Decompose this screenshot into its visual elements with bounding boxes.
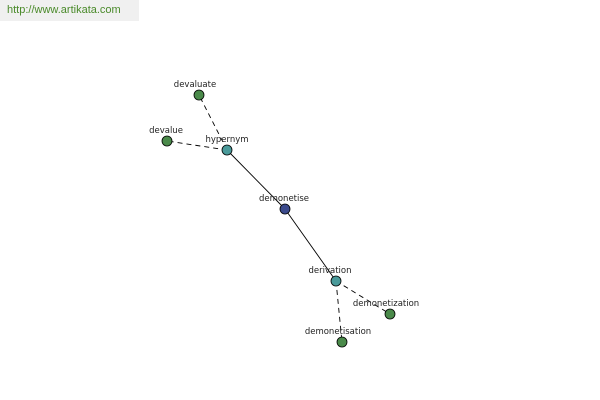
node-hypernym[interactable]: hypernym [205, 135, 249, 156]
node-hypernym-circle[interactable] [221, 144, 233, 156]
node-demonetization[interactable]: demonetization [353, 299, 419, 320]
node-demonetization-label: demonetization [353, 299, 419, 309]
node-devaluate[interactable]: devaluate [174, 80, 216, 101]
node-devaluate-circle[interactable] [193, 89, 205, 101]
edge-derivation-demonetisation [335, 280, 343, 343]
node-devaluate-label: devaluate [174, 80, 216, 90]
edge-hypernym-devalue [166, 140, 228, 151]
node-derivation[interactable]: derivation [308, 266, 352, 287]
node-devalue[interactable]: devalue [149, 126, 183, 147]
node-hypernym-label: hypernym [205, 135, 248, 145]
edges-layer [166, 94, 391, 343]
node-derivation-label: derivation [308, 266, 351, 276]
watermark-url: http://www.artikata.com [0, 0, 139, 21]
node-demonetization-circle[interactable] [384, 308, 396, 320]
node-devalue-circle[interactable] [161, 135, 173, 147]
node-demonetise[interactable]: demonetise [259, 194, 309, 215]
edge-hypernym-demonetise [226, 149, 286, 210]
edge-hypernym-devaluate [198, 94, 228, 151]
node-derivation-circle[interactable] [330, 275, 342, 287]
node-demonetisation-circle[interactable] [336, 336, 348, 348]
edge-derivation-demonetization [335, 280, 391, 315]
node-demonetisation[interactable]: demonetisation [305, 327, 371, 348]
nodes-layer: devaluate devalue hypernym demonetise deriva… [149, 80, 419, 348]
node-devalue-label: devalue [149, 126, 183, 136]
node-demonetise-label: demonetise [259, 194, 309, 204]
edge-demonetise-derivation [284, 208, 337, 282]
node-demonetise-circle[interactable] [279, 203, 291, 215]
node-demonetisation-label: demonetisation [305, 327, 371, 337]
